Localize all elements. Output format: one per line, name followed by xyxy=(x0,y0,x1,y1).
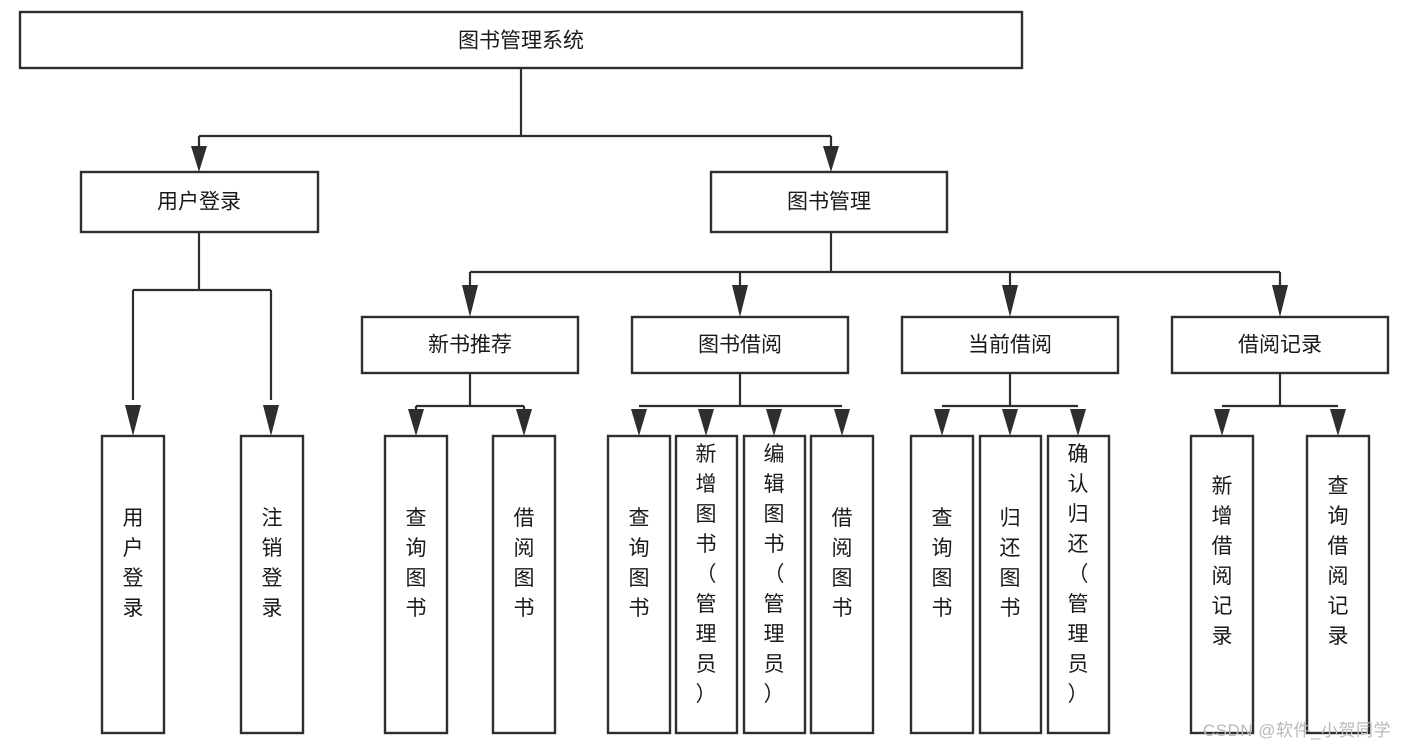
node-book-management-label: 图书管理 xyxy=(787,191,871,214)
leaf-node-borrow-book-1[interactable]: 借阅图书 xyxy=(491,434,557,735)
leaf-box[interactable] xyxy=(909,434,975,735)
node-current-borrow[interactable]: 当前借阅 xyxy=(900,315,1120,375)
leaf-box[interactable] xyxy=(674,434,739,735)
edge-group-record xyxy=(1214,373,1346,436)
leaf-node-edit-book-admin[interactable]: 编辑图书（管理员） xyxy=(742,434,807,735)
node-current-borrow-label: 当前借阅 xyxy=(968,334,1052,357)
leaf-box[interactable] xyxy=(606,434,672,735)
leaf-label: 注销登录 xyxy=(262,507,283,620)
arrow-head-icon xyxy=(125,405,141,436)
node-book-management-box[interactable] xyxy=(709,170,949,234)
node-book-management[interactable]: 图书管理 xyxy=(709,170,949,234)
leaf-label: 新增借阅记录 xyxy=(1212,475,1233,648)
leaf-label: 查询图书 xyxy=(932,507,953,620)
leaf-node-return-book[interactable]: 归还图书 xyxy=(978,434,1043,735)
leaf-box[interactable] xyxy=(1189,434,1255,735)
leaf-node-query-book-1[interactable]: 查询图书 xyxy=(383,434,449,735)
csdn-watermark: CSDN @软件_小贺同学 xyxy=(1202,721,1391,740)
leaf-node-borrow-book-2[interactable]: 借阅图书 xyxy=(809,434,875,735)
edge-group-borrow xyxy=(631,373,850,436)
leaf-node-query-book-3[interactable]: 查询图书 xyxy=(909,434,975,735)
arrow-head-icon xyxy=(516,409,532,436)
leaf-label: 借阅图书 xyxy=(514,507,535,620)
leaf-box[interactable] xyxy=(809,434,875,735)
arrow-head-icon xyxy=(834,409,850,436)
arrow-head-icon xyxy=(631,409,647,436)
node-borrow-record-box[interactable] xyxy=(1170,315,1390,375)
node-user-login[interactable]: 用户登录 xyxy=(79,170,320,234)
node-borrow-record[interactable]: 借阅记录 xyxy=(1170,315,1390,375)
arrow-head-icon xyxy=(1002,409,1018,436)
edge-group-newbook xyxy=(408,373,532,436)
leaf-box[interactable] xyxy=(383,434,449,735)
arrow-head-icon xyxy=(766,409,782,436)
leaf-label: 用户登录 xyxy=(123,507,144,620)
leaf-node-confirm-return-admin[interactable]: 确认归还（管理员） xyxy=(1046,434,1111,735)
leaf-box[interactable] xyxy=(239,434,305,735)
leaf-label: 归还图书 xyxy=(1000,507,1021,620)
leaf-node-query-borrow-record[interactable]: 查询借阅记录 xyxy=(1305,434,1371,735)
arrow-head-icon xyxy=(1272,285,1288,317)
arrow-head-icon xyxy=(263,405,279,436)
edge-group-bookmgmt xyxy=(462,232,1288,317)
leaf-label: 借阅图书 xyxy=(832,507,853,620)
node-book-borrow-box[interactable] xyxy=(630,315,850,375)
arrow-head-icon xyxy=(408,409,424,436)
node-book-borrow-label: 图书借阅 xyxy=(698,334,782,357)
leaf-box[interactable] xyxy=(491,434,557,735)
leaf-node-add-book-admin[interactable]: 新增图书（管理员） xyxy=(674,434,739,735)
leaf-box[interactable] xyxy=(742,434,807,735)
arrow-head-icon xyxy=(1070,409,1086,436)
node-borrow-record-label: 借阅记录 xyxy=(1238,334,1322,357)
arrow-head-icon xyxy=(1214,409,1230,436)
arrow-head-icon xyxy=(934,409,950,436)
edge-group-root xyxy=(191,68,839,172)
node-current-borrow-box[interactable] xyxy=(900,315,1120,375)
leaf-box[interactable] xyxy=(100,434,166,735)
arrow-head-icon xyxy=(1002,285,1018,317)
arrow-head-icon xyxy=(823,146,839,172)
leaf-box[interactable] xyxy=(1046,434,1111,735)
leaf-label: 编辑图书（管理员） xyxy=(764,443,785,706)
node-new-book-recommend[interactable]: 新书推荐 xyxy=(360,315,580,375)
node-book-borrow[interactable]: 图书借阅 xyxy=(630,315,850,375)
leaf-label: 查询图书 xyxy=(406,507,427,620)
node-user-login-box[interactable] xyxy=(79,170,320,234)
arrow-head-icon xyxy=(191,146,207,172)
arrow-head-icon xyxy=(698,409,714,436)
arrow-head-icon xyxy=(732,285,748,317)
node-root[interactable]: 图书管理系统 xyxy=(18,10,1024,70)
leaf-node-logout[interactable]: 注销登录 xyxy=(239,434,305,735)
edge-group-current xyxy=(934,373,1086,436)
node-user-login-label: 用户登录 xyxy=(157,191,241,214)
leaf-node-add-borrow-record[interactable]: 新增借阅记录 xyxy=(1189,434,1255,735)
node-root-label: 图书管理系统 xyxy=(458,30,584,53)
arrow-head-icon xyxy=(462,285,478,317)
leaf-box[interactable] xyxy=(1305,434,1371,735)
arrow-head-icon xyxy=(1330,409,1346,436)
leaf-label: 确认归还（管理员） xyxy=(1068,443,1089,706)
edge-group-login xyxy=(125,232,279,436)
node-new-book-recommend-label: 新书推荐 xyxy=(428,334,512,357)
leaf-label: 查询图书 xyxy=(629,507,650,620)
leaf-node-user-login[interactable]: 用户登录 xyxy=(100,434,166,735)
leaf-box[interactable] xyxy=(978,434,1043,735)
node-new-book-recommend-box[interactable] xyxy=(360,315,580,375)
node-root-box[interactable] xyxy=(18,10,1024,70)
leaf-node-query-book-2[interactable]: 查询图书 xyxy=(606,434,672,735)
leaf-label: 新增图书（管理员） xyxy=(696,443,717,706)
leaf-label: 查询借阅记录 xyxy=(1328,475,1349,648)
